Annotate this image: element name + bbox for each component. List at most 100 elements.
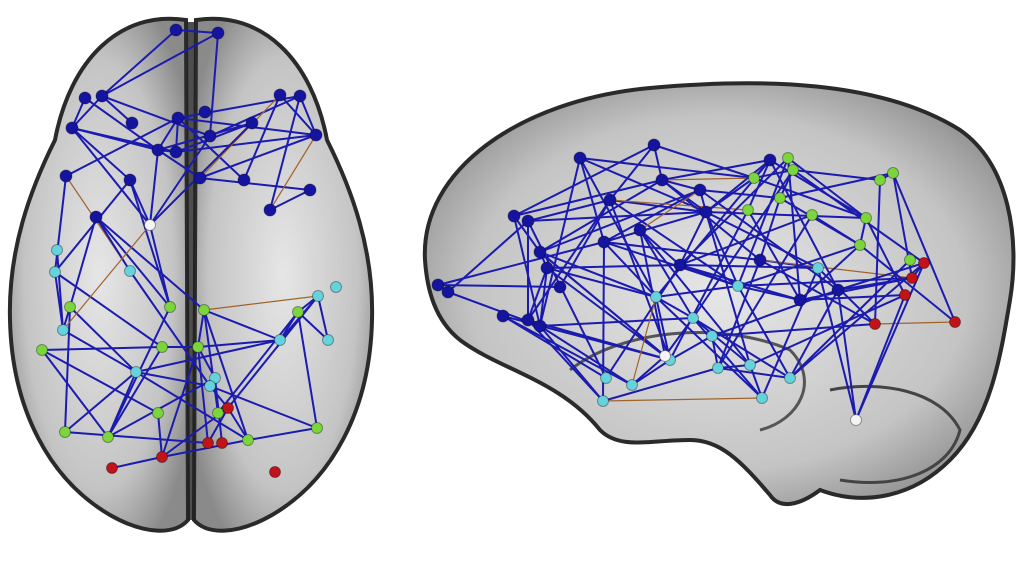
axial-edge: [157, 412, 163, 458]
sagittal-edge: [579, 157, 707, 213]
axial-edge: [207, 407, 229, 444]
axial-node: [169, 145, 183, 159]
sagittal-node: [906, 272, 918, 284]
sagittal-edge: [527, 199, 611, 222]
sagittal-edge: [609, 199, 707, 213]
sagittal-edge: [799, 294, 906, 301]
sagittal-node: [854, 239, 866, 251]
sagittal-edge: [655, 159, 771, 298]
sagittal-edge: [502, 315, 607, 379]
sagittal-edge: [769, 159, 839, 291]
sagittal-edge: [779, 197, 861, 246]
axial-edge: [149, 224, 171, 308]
sagittal-node: [732, 280, 744, 292]
axial-edge: [203, 295, 319, 311]
axial-edge: [199, 177, 311, 191]
sagittal-edge: [653, 144, 755, 179]
axial-edge: [297, 311, 318, 429]
axial-node: [106, 462, 118, 474]
axial-node: [156, 341, 168, 353]
axial-edge: [227, 295, 319, 409]
axial-edge: [95, 216, 131, 272]
axial-edge: [161, 346, 199, 458]
axial-node: [209, 372, 221, 384]
axial-edge: [107, 346, 163, 438]
sagittal-edge: [874, 179, 881, 325]
sagittal-edge: [859, 244, 956, 323]
sagittal-edge: [692, 317, 751, 366]
axial-node: [198, 304, 210, 316]
axial-edge: [69, 216, 97, 308]
axial-node: [89, 210, 103, 224]
sagittal-edge: [559, 199, 611, 288]
axial-node: [169, 23, 183, 37]
sagittal-edge: [874, 321, 956, 325]
axial-node: [237, 173, 251, 187]
axial-edge: [54, 179, 131, 273]
sagittal-node: [918, 257, 930, 269]
sagittal-node: [874, 174, 886, 186]
sagittal-edge: [664, 317, 694, 357]
axial-node: [322, 334, 334, 346]
axial-edge: [135, 339, 281, 373]
sagittal-node: [573, 151, 587, 165]
sagittal-node: [533, 245, 547, 259]
sagittal-edge: [603, 241, 657, 298]
axial-node: [311, 422, 323, 434]
axial-node: [273, 88, 287, 102]
axial-node: [293, 89, 307, 103]
sagittal-edge: [737, 285, 801, 301]
sagittal-edge: [759, 197, 781, 261]
sagittal-edge: [661, 179, 761, 261]
sagittal-node: [787, 164, 799, 176]
axial-edge: [135, 371, 211, 387]
axial-edge: [157, 117, 179, 151]
axial-node: [78, 91, 92, 105]
axial-edge: [62, 329, 137, 373]
axial-node: [152, 407, 164, 419]
axial-edge: [41, 349, 109, 438]
sagittal-edge: [539, 325, 633, 386]
axial-node: [263, 203, 277, 217]
sagittal-node: [626, 379, 638, 391]
sagittal-edge: [579, 157, 755, 179]
sagittal-edge: [753, 169, 794, 179]
axial-node: [130, 366, 142, 378]
sagittal-node: [533, 319, 547, 333]
temporal-lobe-outline: [569, 331, 806, 432]
sagittal-node: [949, 316, 961, 328]
axial-node: [211, 26, 225, 40]
sagittal-edge: [892, 172, 956, 323]
sagittal-node: [904, 254, 916, 266]
axial-node: [193, 171, 207, 185]
axial-node: [204, 380, 216, 392]
sagittal-node: [521, 313, 535, 327]
axial-node: [51, 244, 63, 256]
axial-node: [292, 306, 304, 318]
axial-node: [156, 451, 168, 463]
axial-edge: [269, 189, 311, 211]
axial-node: [59, 426, 71, 438]
sagittal-edge: [679, 211, 707, 266]
axial-node: [245, 116, 259, 130]
axial-edge: [243, 94, 281, 181]
sagittal-node: [899, 289, 911, 301]
axial-edge: [209, 32, 219, 137]
sagittal-edge: [817, 267, 857, 421]
sagittal-edge: [837, 277, 913, 291]
network-nodes: [36, 23, 961, 478]
axial-edge: [161, 439, 249, 458]
axial-edge: [129, 270, 211, 387]
sagittal-edge: [513, 179, 663, 217]
axial-edge: [279, 94, 317, 136]
axial-node: [102, 431, 114, 443]
axial-node: [59, 169, 73, 183]
sagittal-edge: [527, 319, 671, 361]
right-hemisphere-outline: [191, 16, 375, 533]
sagittal-edge: [717, 367, 791, 379]
axial-edge: [269, 134, 317, 211]
sagittal-node: [553, 280, 567, 294]
axial-edge: [41, 349, 159, 414]
axial-node: [64, 301, 76, 313]
sagittal-edge: [855, 262, 925, 421]
